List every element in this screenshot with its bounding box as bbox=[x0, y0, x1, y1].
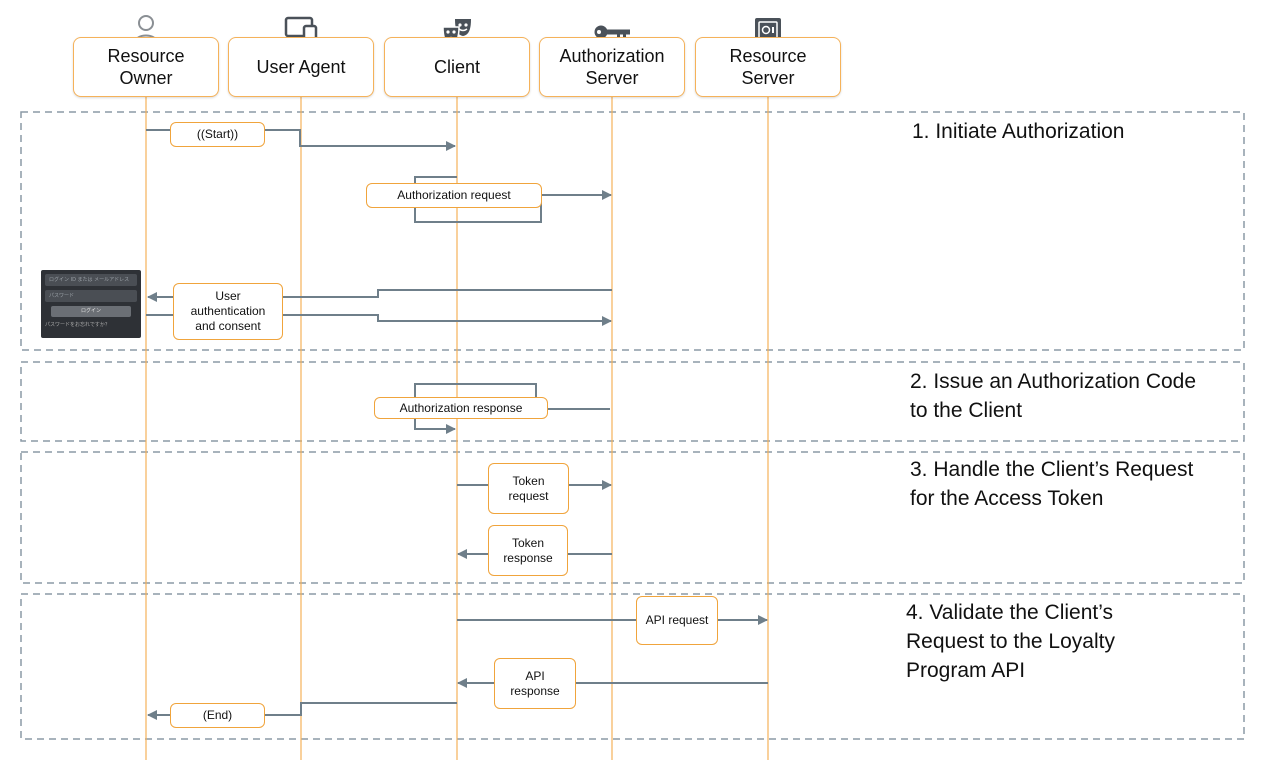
phase-1-frame bbox=[20, 111, 1245, 351]
phase-2-frame bbox=[20, 361, 1245, 442]
phase-1-title: 1. Initiate Authorization bbox=[912, 120, 1125, 143]
actor-user-agent: User Agent bbox=[228, 37, 374, 97]
actor-resource-server: Resource Server bbox=[695, 37, 841, 97]
forgot-password-link: パスワードをお忘れですか？ bbox=[45, 322, 110, 328]
actor-label: Authorization Server bbox=[559, 46, 665, 88]
actor-client: Client bbox=[384, 37, 530, 97]
phase-4-title: 4. Validate the Client’s Request to the … bbox=[906, 601, 1115, 682]
phase-3-frame bbox=[20, 451, 1245, 584]
message-end: (End) bbox=[170, 703, 265, 728]
message-api-request: API request bbox=[636, 596, 718, 645]
message-user-authentication-consent: User authentication and consent bbox=[173, 283, 283, 340]
login-button: ログイン bbox=[51, 306, 131, 317]
message-authorization-request: Authorization request bbox=[366, 183, 542, 208]
phase-2-title: 2. Issue an Authorization Code to the Cl… bbox=[910, 370, 1197, 422]
login-password-field: パスワード bbox=[45, 290, 137, 302]
login-screen-thumbnail: ログイン ID または メールアドレス パスワード ログイン パスワードをお忘れ… bbox=[41, 270, 141, 338]
arrow-authorization-request bbox=[414, 176, 612, 223]
actor-label: User Agent bbox=[256, 57, 346, 77]
message-token-response: Token response bbox=[488, 525, 568, 576]
arrow-authorization-response bbox=[414, 383, 610, 434]
message-authorization-response: Authorization response bbox=[374, 397, 548, 419]
message-start: ((Start)) bbox=[170, 122, 265, 147]
actor-label: Resource Owner bbox=[107, 46, 185, 88]
key-icon bbox=[594, 25, 630, 39]
phase-3-title: 3. Handle the Client’s Request for the A… bbox=[910, 458, 1194, 510]
message-api-response: API response bbox=[494, 658, 576, 709]
actor-resource-owner: Resource Owner bbox=[73, 37, 219, 97]
actor-authorization-server: Authorization Server bbox=[539, 37, 685, 97]
login-id-field: ログイン ID または メールアドレス bbox=[45, 274, 137, 286]
message-token-request: Token request bbox=[488, 463, 569, 514]
actor-label: Resource Server bbox=[729, 46, 807, 88]
actor-label: Client bbox=[433, 57, 481, 77]
